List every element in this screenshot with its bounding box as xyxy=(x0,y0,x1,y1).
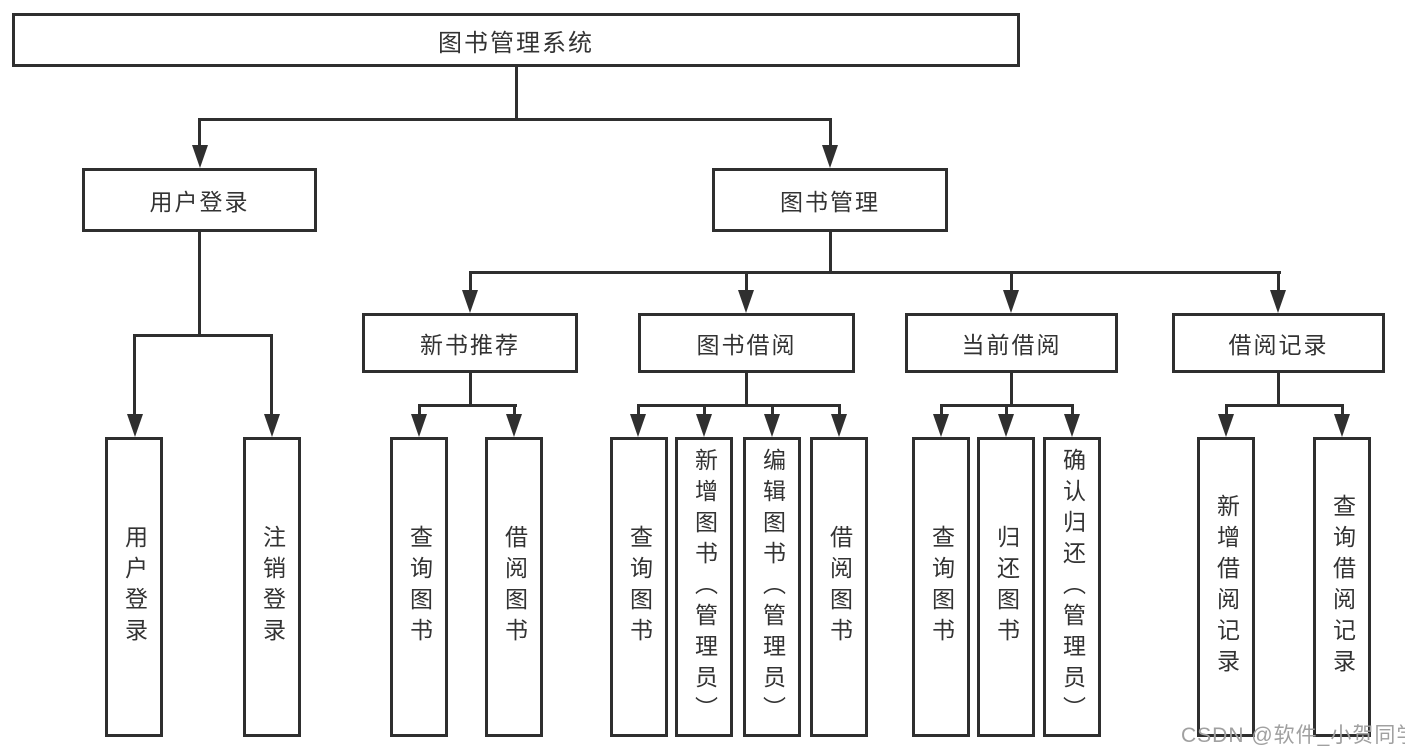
leaf-query-books-borrow-label: 查询图书 xyxy=(626,525,653,649)
leaf-user-login: 用户登录 xyxy=(105,437,163,737)
arrow-down-icon xyxy=(738,290,754,313)
leaf-query-books-borrow: 查询图书 xyxy=(610,437,668,737)
arrow-down-icon xyxy=(998,414,1014,437)
leaf-borrow-books-label: 借阅图书 xyxy=(826,525,853,649)
csdn-watermark: CSDN @软件_小贺同学 xyxy=(1181,724,1405,747)
connector-line xyxy=(515,67,518,120)
connector-line xyxy=(745,372,748,407)
leaf-return-books-label: 归还图书 xyxy=(993,525,1020,649)
arrow-down-icon xyxy=(411,414,427,437)
arrow-down-icon xyxy=(506,414,522,437)
arrow-down-icon xyxy=(696,414,712,437)
leaf-query-books-recommend-label: 查询图书 xyxy=(406,525,433,649)
leaf-add-book-admin-label: 新增图书（管理员） xyxy=(691,447,718,727)
leaf-borrow-books-recommend: 借阅图书 xyxy=(485,437,543,737)
arrow-down-icon xyxy=(1003,290,1019,313)
connector-line xyxy=(469,271,472,295)
leaf-query-books-current-label: 查询图书 xyxy=(928,525,955,649)
connector-line xyxy=(198,231,201,336)
arrow-down-icon xyxy=(831,414,847,437)
connector-line xyxy=(1225,404,1344,407)
arrow-down-icon xyxy=(630,414,646,437)
leaf-query-borrow-record-label: 查询借阅记录 xyxy=(1329,494,1356,680)
connector-line xyxy=(703,404,706,420)
node-current-borrow: 当前借阅 xyxy=(905,313,1118,373)
connector-line xyxy=(469,372,472,407)
node-book-management-label: 图书管理 xyxy=(780,189,880,215)
leaf-user-login-label: 用户登录 xyxy=(121,525,148,649)
connector-line xyxy=(270,334,273,420)
leaf-borrow-books-recommend-label: 借阅图书 xyxy=(501,525,528,649)
leaf-query-books-current: 查询图书 xyxy=(912,437,970,737)
connector-line xyxy=(829,231,832,274)
connector-line xyxy=(771,404,774,420)
arrow-down-icon xyxy=(192,145,208,168)
connector-line xyxy=(133,334,136,420)
connector-line xyxy=(1277,372,1280,407)
leaf-borrow-books: 借阅图书 xyxy=(810,437,868,737)
connector-line xyxy=(940,404,943,420)
node-borrow-records-label: 借阅记录 xyxy=(1228,332,1329,358)
node-root-label: 图书管理系统 xyxy=(438,29,594,57)
node-borrow-records: 借阅记录 xyxy=(1172,313,1385,373)
node-book-borrow-label: 图书借阅 xyxy=(696,332,797,358)
node-current-borrow-label: 当前借阅 xyxy=(961,332,1062,358)
node-book-management: 图书管理 xyxy=(712,168,948,232)
connector-line xyxy=(199,118,832,121)
connector-line xyxy=(469,271,1281,274)
connector-line xyxy=(1071,404,1074,420)
connector-line xyxy=(418,404,421,420)
arrow-down-icon xyxy=(462,290,478,313)
leaf-query-books-recommend: 查询图书 xyxy=(390,437,448,737)
leaf-edit-book-admin-label: 编辑图书（管理员） xyxy=(759,447,786,727)
arrow-down-icon xyxy=(264,414,280,437)
leaf-return-books: 归还图书 xyxy=(977,437,1035,737)
node-new-book-recommend: 新书推荐 xyxy=(362,313,578,373)
connector-line xyxy=(1010,271,1013,295)
arrow-down-icon xyxy=(1270,290,1286,313)
arrow-down-icon xyxy=(1218,414,1234,437)
connector-line xyxy=(418,404,517,407)
arrow-down-icon xyxy=(764,414,780,437)
connector-line xyxy=(1225,404,1228,420)
node-user-login: 用户登录 xyxy=(82,168,317,232)
connector-line xyxy=(637,404,640,420)
node-user-login-label: 用户登录 xyxy=(149,189,250,215)
connector-line xyxy=(745,271,748,295)
node-root: 图书管理系统 xyxy=(12,13,1020,67)
node-book-borrow: 图书借阅 xyxy=(638,313,855,373)
leaf-logout-label: 注销登录 xyxy=(259,525,286,649)
arrow-down-icon xyxy=(1334,414,1350,437)
leaf-add-borrow-record: 新增借阅记录 xyxy=(1197,437,1255,737)
leaf-add-book-admin: 新增图书（管理员） xyxy=(675,437,733,737)
arrow-down-icon xyxy=(1064,414,1080,437)
arrow-down-icon xyxy=(127,414,143,437)
connector-line xyxy=(1005,404,1008,420)
connector-line xyxy=(513,404,516,420)
leaf-add-borrow-record-label: 新增借阅记录 xyxy=(1213,494,1240,680)
leaf-confirm-return-admin: 确认归还（管理员） xyxy=(1043,437,1101,737)
node-new-book-recommend-label: 新书推荐 xyxy=(420,332,520,358)
arrow-down-icon xyxy=(933,414,949,437)
leaf-edit-book-admin: 编辑图书（管理员） xyxy=(743,437,801,737)
connector-line xyxy=(838,404,841,420)
leaf-query-borrow-record: 查询借阅记录 xyxy=(1313,437,1371,737)
connector-line xyxy=(829,118,832,150)
connector-line xyxy=(198,118,201,150)
connector-line xyxy=(1277,271,1280,295)
leaf-confirm-return-admin-label: 确认归还（管理员） xyxy=(1059,447,1086,727)
connector-line xyxy=(1341,404,1344,420)
connector-line xyxy=(637,404,841,407)
connector-line xyxy=(1010,372,1013,407)
leaf-logout: 注销登录 xyxy=(243,437,301,737)
arrow-down-icon xyxy=(822,145,838,168)
connector-line xyxy=(133,334,273,337)
